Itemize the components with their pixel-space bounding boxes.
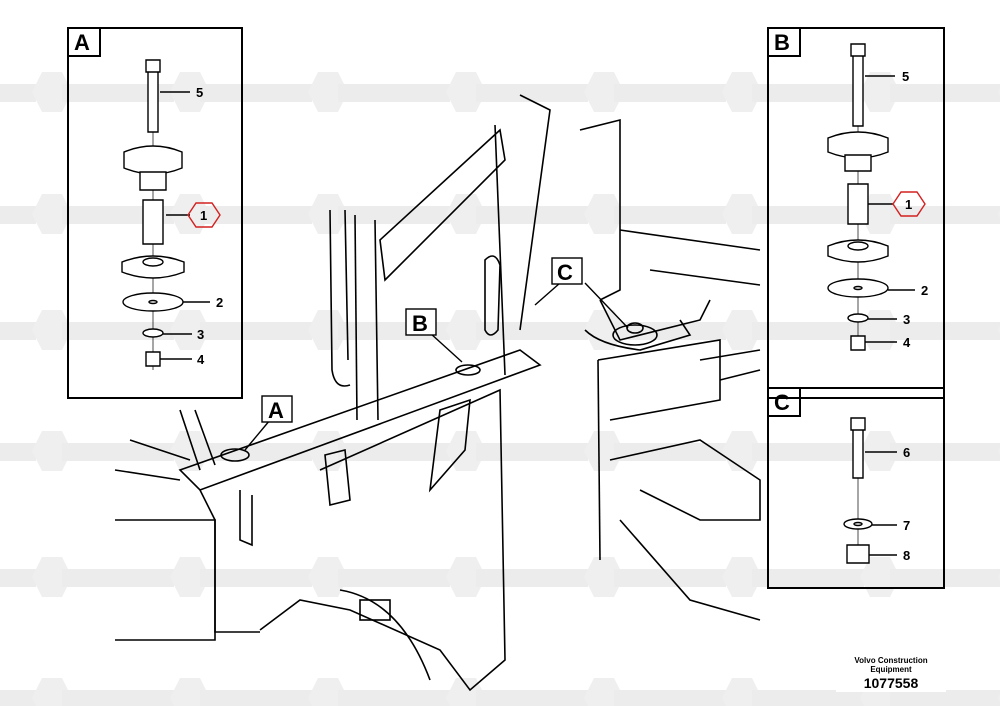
watermark-logo-icon (998, 557, 1000, 597)
watermark-band (476, 84, 588, 102)
detail-C-label: C (774, 390, 790, 415)
drawing-number: 1077558 (863, 675, 919, 691)
watermark-logo-icon (998, 431, 1000, 471)
watermark-band (0, 206, 36, 224)
callout-A-label: A (268, 398, 284, 423)
detail-A-label: A (74, 30, 90, 55)
part-number: 7 (903, 518, 910, 533)
watermark-band (476, 690, 588, 706)
watermark-band (62, 84, 174, 102)
watermark-band (338, 84, 450, 102)
part-number: 5 (196, 85, 203, 100)
watermark-band (890, 690, 1000, 706)
watermark-band (476, 443, 588, 461)
watermark-band (338, 443, 450, 461)
callout-A: A (261, 395, 293, 423)
part-number: 1 (905, 197, 912, 212)
callout-C: C (551, 257, 583, 285)
watermark-band (752, 206, 864, 224)
watermark-band (0, 443, 36, 461)
watermark-band (62, 443, 174, 461)
watermark-band (752, 443, 864, 461)
watermark-band (614, 690, 726, 706)
watermark-band (200, 84, 312, 102)
part-number: 4 (903, 335, 911, 350)
watermark-band (62, 690, 174, 706)
watermark-band (338, 690, 450, 706)
watermark-band (614, 443, 726, 461)
watermark-band (200, 569, 312, 587)
callout-B-label: B (412, 311, 428, 336)
detail-B-label: B (774, 30, 790, 55)
watermark-band (0, 690, 36, 706)
watermark-band (752, 569, 864, 587)
highlight-hexagon (892, 191, 926, 217)
part-number: 2 (216, 295, 223, 310)
watermark-band (614, 206, 726, 224)
callout-C-label: C (557, 260, 573, 285)
watermark-band (200, 206, 312, 224)
part-number: 2 (921, 283, 928, 298)
part-number: 5 (902, 69, 909, 84)
watermark-band (200, 322, 312, 340)
callout-B: B (405, 308, 437, 336)
detail-view-C: C 6 7 8 (767, 387, 945, 589)
watermark-band (752, 690, 864, 706)
part-number: 6 (903, 445, 910, 460)
watermark-band (200, 690, 312, 706)
company-name: Volvo Construction Equipment (854, 656, 928, 674)
part-number: 4 (197, 352, 205, 367)
watermark-band (0, 84, 36, 102)
watermark-band (338, 206, 450, 224)
watermark-band (752, 84, 864, 102)
watermark-band (614, 84, 726, 102)
part-number: 3 (903, 312, 910, 327)
watermark-logo-icon (998, 194, 1000, 234)
part-number: 1 (200, 208, 207, 223)
part-number: 3 (197, 327, 204, 342)
machine-frame-drawing (114, 94, 761, 692)
highlight-hexagon (187, 202, 221, 228)
watermark-band (476, 206, 588, 224)
detail-view-A: A 5 1 2 3 4 (67, 27, 243, 399)
watermark-band (200, 443, 312, 461)
detail-view-B: B 5 1 2 3 4 (767, 27, 945, 399)
watermark-band (752, 322, 864, 340)
watermark-logo-icon (998, 72, 1000, 112)
callout-leaders (244, 282, 629, 451)
watermark-band (338, 569, 450, 587)
watermark-band (0, 322, 36, 340)
watermark-band (62, 569, 174, 587)
watermark-logo-icon (998, 310, 1000, 350)
drawing-footer: Volvo Construction Equipment 1077558 (836, 656, 946, 692)
watermark-band (0, 569, 36, 587)
part-number: 8 (903, 548, 910, 563)
